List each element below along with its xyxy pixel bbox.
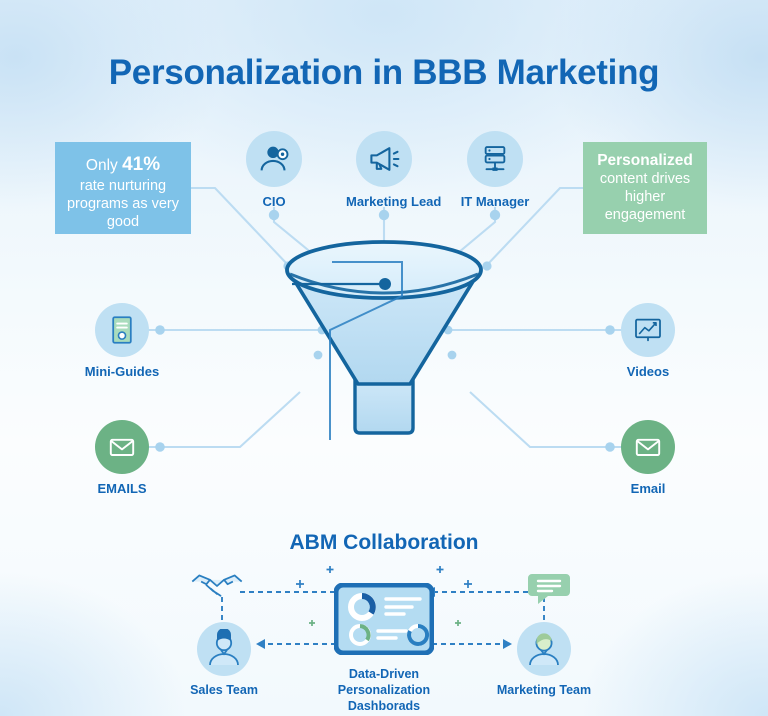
dashboard-icon <box>333 582 435 656</box>
persona-marketing-lead[interactable]: Marketing Lead <box>346 131 442 209</box>
channel-emails-left-label: EMAILS <box>97 481 147 496</box>
collab-handshake <box>186 571 248 606</box>
channel-email-right-label: Email <box>630 481 666 496</box>
collab-chat <box>524 571 574 612</box>
channel-mini-guides-label: Mini-Guides <box>84 364 160 379</box>
callout-stat-left: Only 41% rate nurturing programs as very… <box>55 142 191 234</box>
channel-mini-guides[interactable]: Mini-Guides <box>72 303 172 379</box>
persona-it-manager[interactable]: IT Manager <box>457 131 533 209</box>
callout-stat-right: Personalized content drives higher engag… <box>583 142 707 234</box>
persona-marketing-lead-label: Marketing Lead <box>346 194 442 209</box>
callout-left-prefix: Only <box>85 157 123 174</box>
dashboard-label-line1: Data-Driven <box>348 667 420 681</box>
team-sales-label: Sales Team <box>190 683 258 697</box>
chart-presentation-icon <box>621 303 675 357</box>
callout-left-body: rate nurturing programs as very good <box>66 177 179 230</box>
person-icon <box>197 622 251 676</box>
marketing-funnel-graphic <box>285 240 483 440</box>
chat-bubble-icon <box>528 574 570 604</box>
persona-cio-label: CIO <box>262 194 286 209</box>
page-title: Personalization in BBB Marketing <box>108 53 660 92</box>
collab-dashboard-label: Data-Driven Personalization Dashborads <box>334 666 434 714</box>
envelope-icon <box>95 420 149 474</box>
team-sales[interactable]: Sales Team <box>182 622 266 697</box>
persona-cio[interactable]: CIO <box>236 131 312 209</box>
person-gear-icon <box>246 131 302 187</box>
funnel-connectors <box>110 186 660 449</box>
channel-videos-label: Videos <box>626 364 670 379</box>
server-icon <box>467 131 523 187</box>
channel-videos[interactable]: Videos <box>598 303 698 379</box>
callout-right-inner: Personalized content drives higher engag… <box>591 151 699 225</box>
callout-right-lead: Personalized <box>591 151 699 170</box>
team-marketing-label: Marketing Team <box>496 683 592 697</box>
callout-right-body: content drives higher engagement <box>599 171 691 224</box>
dashboard-label-line2: Personalization <box>337 683 431 697</box>
dashboard-label-line3: Dashborads <box>347 699 421 713</box>
callout-right-value: Personalized <box>597 151 693 169</box>
envelope-icon <box>621 420 675 474</box>
handshake-icon <box>191 574 243 597</box>
megaphone-icon <box>356 131 412 187</box>
section-title-abm: ABM Collaboration <box>289 531 479 554</box>
team-marketing[interactable]: Marketing Team <box>494 622 594 697</box>
connector-endpoint-dots <box>155 209 615 452</box>
callout-left-lead: Only 41% <box>63 153 183 177</box>
persona-it-manager-label: IT Manager <box>460 194 530 209</box>
channel-emails-left[interactable]: EMAILS <box>72 420 172 496</box>
person-icon <box>517 622 571 676</box>
channel-email-right[interactable]: Email <box>598 420 698 496</box>
collab-dashboard[interactable]: Data-Driven Personalization Dashborads <box>333 582 435 714</box>
document-icon <box>95 303 149 357</box>
callout-left-value: 41% <box>122 154 161 175</box>
